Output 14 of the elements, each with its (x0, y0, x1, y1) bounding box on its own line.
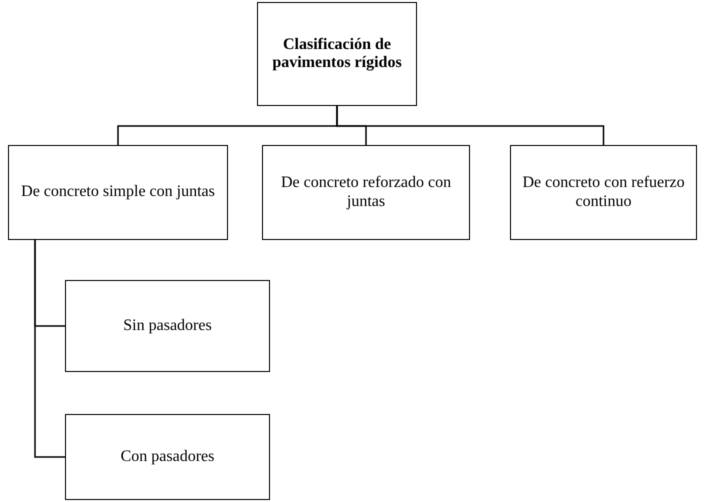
category-box (262, 145, 470, 240)
category-box (257, 2, 417, 106)
box-label: Sin pasadores (123, 316, 212, 336)
connector-line (34, 240, 65, 458)
box-label: De concreto reforzado con juntas (280, 174, 452, 211)
box-label: De concreto simple con juntas (21, 183, 215, 202)
box-label: Con pasadores (120, 448, 214, 466)
connector-line (336, 106, 604, 145)
category-box (510, 145, 697, 240)
box-label: Clasificación de pavimentos rígidos (271, 36, 403, 72)
box-label: De concreto con refuerzo continuo (521, 174, 686, 211)
category-box (65, 414, 270, 500)
category-box (8, 145, 228, 240)
category-box (65, 280, 270, 372)
